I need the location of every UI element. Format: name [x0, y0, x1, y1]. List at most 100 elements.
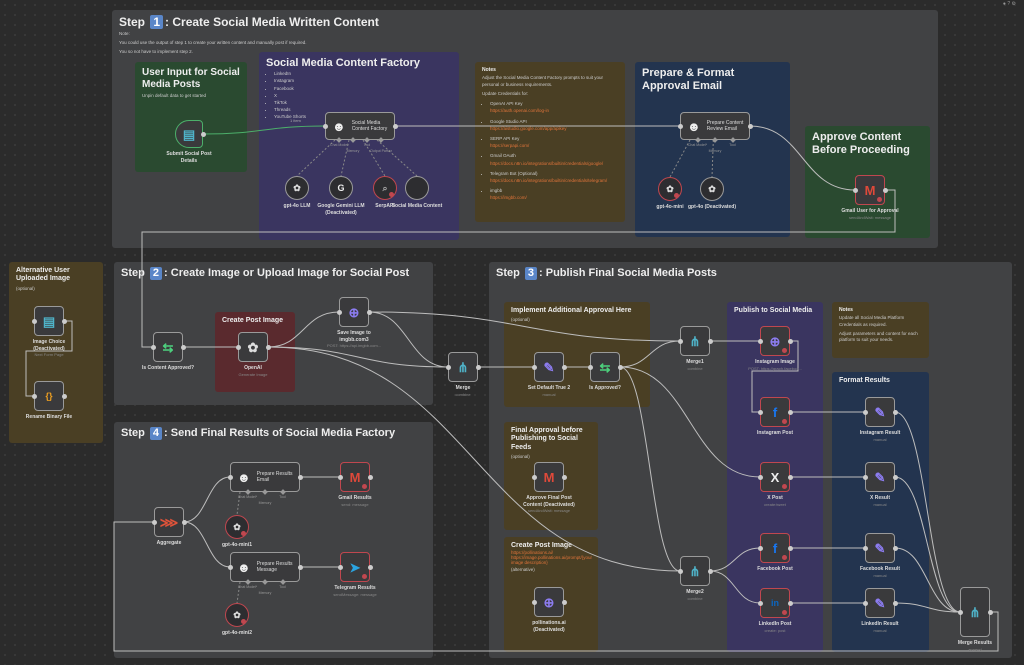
node-merge1[interactable]: ⋔ [680, 326, 710, 356]
node-mini1[interactable]: ✿ [225, 515, 249, 539]
output-port[interactable] [987, 609, 993, 615]
input-port[interactable] [150, 344, 156, 350]
input-port[interactable] [151, 519, 157, 525]
node-imgbb[interactable]: ⊕ [339, 297, 369, 327]
input-port[interactable] [337, 564, 343, 570]
input-port[interactable] [677, 568, 683, 574]
input-port[interactable] [862, 545, 868, 551]
output-port[interactable] [475, 364, 481, 370]
output-port[interactable] [366, 309, 372, 315]
input-port[interactable] [757, 338, 763, 344]
node-image-choice[interactable]: ▤ [34, 306, 64, 336]
node-x-post[interactable]: X [760, 462, 790, 492]
input-port[interactable] [531, 599, 537, 605]
input-port[interactable] [322, 123, 328, 129]
input-port[interactable] [31, 393, 37, 399]
input-port[interactable] [862, 409, 868, 415]
output-port[interactable] [882, 187, 888, 193]
node-fb-result[interactable]: ✎ [865, 533, 895, 563]
output-port[interactable] [392, 123, 398, 129]
input-port[interactable] [677, 123, 683, 129]
node-gmail-results[interactable]: M [340, 462, 370, 492]
output-port[interactable] [707, 338, 713, 344]
output-port[interactable] [617, 364, 623, 370]
input-port[interactable] [957, 609, 963, 615]
input-port[interactable] [227, 474, 233, 480]
input-port[interactable] [757, 600, 763, 606]
node-set-default[interactable]: ✎ [534, 352, 564, 382]
credential-link[interactable]: https://imgbb.com/ [490, 195, 527, 201]
input-port[interactable] [757, 545, 763, 551]
node-approve-final[interactable]: M [534, 462, 564, 492]
node-smc[interactable] [405, 176, 429, 200]
output-port[interactable] [892, 600, 898, 606]
input-port[interactable] [445, 364, 451, 370]
credential-link[interactable]: https://auth.openai.com/log-in [490, 108, 550, 114]
node-is-approved[interactable]: ⇆ [590, 352, 620, 382]
output-port[interactable] [892, 545, 898, 551]
output-port[interactable] [787, 545, 793, 551]
node-mini2[interactable]: ✿ [225, 603, 249, 627]
output-port[interactable] [297, 474, 303, 480]
node-gpt4o-llm[interactable]: ✿ [285, 176, 309, 200]
credential-link[interactable]: https://docs.n8n.io/integrations/builtin… [490, 160, 604, 166]
output-port[interactable] [561, 474, 567, 480]
node-fb-post[interactable]: f [760, 533, 790, 563]
input-port[interactable] [587, 364, 593, 370]
node-ig-post[interactable]: f [760, 397, 790, 427]
node-aggregate[interactable]: ⋙ [154, 507, 184, 537]
node-merge[interactable]: ⋔ [448, 352, 478, 382]
output-port[interactable] [61, 393, 67, 399]
output-port[interactable] [707, 568, 713, 574]
help-icon[interactable]: ? [1007, 1, 1011, 7]
credential-link[interactable]: https://serpapi.com/ [490, 143, 530, 149]
node-submit[interactable]: ▤ [175, 120, 203, 148]
input-port[interactable] [757, 474, 763, 480]
node-results-email[interactable]: ☻Prepare Results Email [230, 462, 300, 492]
node-review[interactable]: ☻Prepare Content Review Email [680, 112, 750, 140]
node-li-post[interactable]: in [760, 588, 790, 618]
output-port[interactable] [181, 519, 187, 525]
input-port[interactable] [227, 564, 233, 570]
output-port[interactable] [61, 318, 67, 324]
node-pollinations[interactable]: ⊕ [534, 587, 564, 617]
node-x-result[interactable]: ✎ [865, 462, 895, 492]
node-ig-image[interactable]: ⊕ [760, 326, 790, 356]
output-port[interactable] [787, 409, 793, 415]
input-port[interactable] [852, 187, 858, 193]
output-port[interactable] [787, 600, 793, 606]
output-port[interactable] [787, 474, 793, 480]
output-port[interactable] [367, 564, 373, 570]
credential-link[interactable]: https://aistudio.google.com/app/apikey [490, 125, 567, 131]
node-results-msg[interactable]: ☻Prepare Results Message [230, 552, 300, 582]
input-port[interactable] [757, 409, 763, 415]
input-port[interactable] [677, 338, 683, 344]
settings-icon[interactable]: ⚙ [1011, 1, 1016, 7]
node-is-content-approved[interactable]: ⇆ [153, 332, 183, 362]
node-gpt4omini[interactable]: ✿ [658, 177, 682, 201]
node-gemini[interactable]: G [329, 176, 353, 200]
node-ig-result[interactable]: ✎ [865, 397, 895, 427]
node-telegram[interactable]: ➤ [340, 552, 370, 582]
node-gmail-approval[interactable]: M [855, 175, 885, 205]
output-port[interactable] [265, 344, 271, 350]
input-port[interactable] [862, 600, 868, 606]
link[interactable]: https://image.pollinations.ai/prompt/{yo… [511, 555, 593, 566]
output-port[interactable] [787, 338, 793, 344]
input-port[interactable] [862, 474, 868, 480]
input-port[interactable] [31, 318, 37, 324]
notification-icon[interactable]: ● [1002, 1, 1006, 7]
node-openai[interactable]: ✿ [238, 332, 268, 362]
input-port[interactable] [336, 309, 342, 315]
output-port[interactable] [892, 474, 898, 480]
input-port[interactable] [531, 474, 537, 480]
node-merge-results[interactable]: ⋔ [960, 587, 990, 637]
output-port[interactable] [561, 364, 567, 370]
output-port[interactable] [200, 131, 206, 137]
node-li-result[interactable]: ✎ [865, 588, 895, 618]
node-gpt4o[interactable]: ✿ [700, 177, 724, 201]
output-port[interactable] [297, 564, 303, 570]
node-merge2[interactable]: ⋔ [680, 556, 710, 586]
